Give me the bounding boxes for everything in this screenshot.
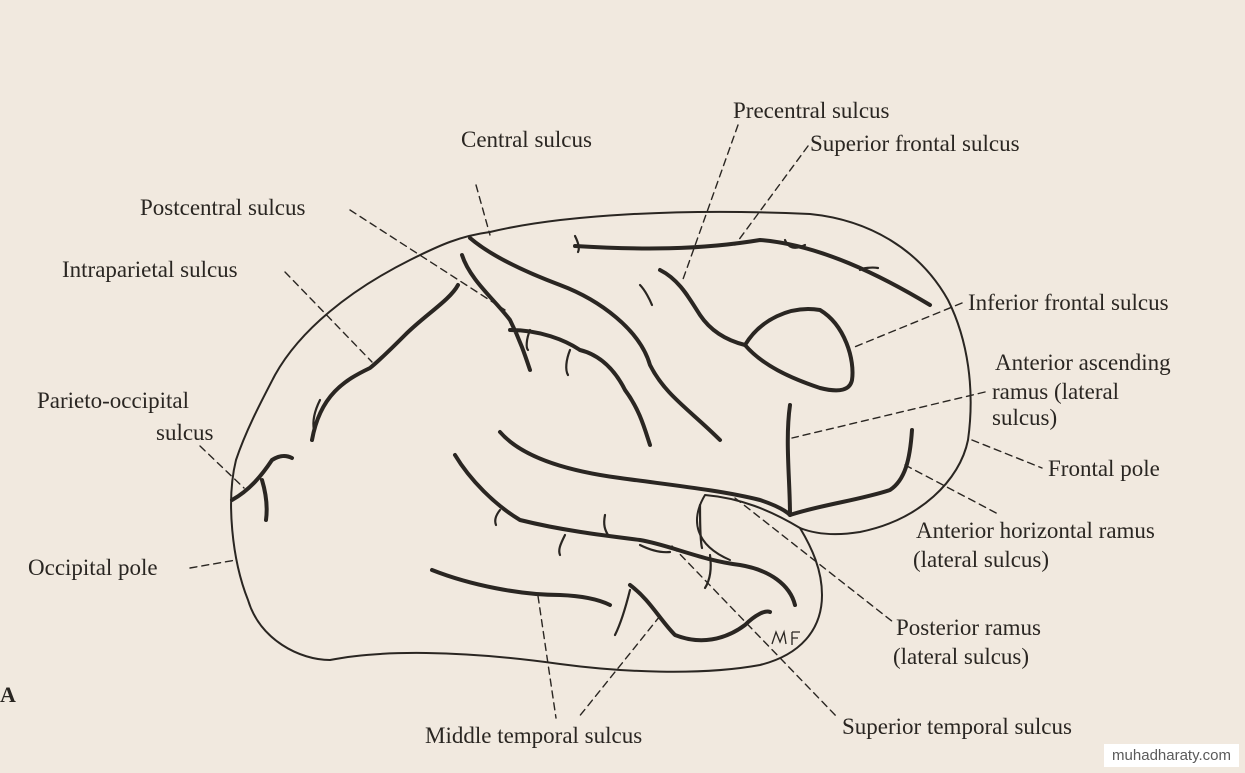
- leader-inferior-frontal: [851, 302, 963, 349]
- leader-central: [475, 184, 491, 236]
- leader-anterior-horizontal: [904, 464, 1001, 516]
- leader-precentral: [681, 124, 739, 283]
- label-anterior-horizontal-2: (lateral sulcus): [913, 547, 1050, 572]
- central-sulcus-line: [468, 236, 722, 442]
- label-middle-temporal-sulcus: Middle temporal sulcus: [425, 723, 643, 748]
- middle-temporal-sulcus-line: [430, 568, 772, 643]
- inferior-frontal-sulcus-line: [743, 307, 855, 393]
- label-anterior-ascending-3: sulcus): [992, 405, 1058, 430]
- label-anterior-horizontal-1: Anterior horizontal ramus: [916, 518, 1155, 543]
- superior-frontal-sulcus-line: [573, 238, 932, 307]
- leader-intraparietal: [284, 271, 373, 363]
- label-superior-frontal-sulcus: Superior frontal sulcus: [810, 131, 1020, 156]
- leader-middle-temporal-a: [537, 595, 557, 719]
- leader-superior-temporal: [671, 545, 839, 719]
- label-anterior-ascending-1: Anterior ascending: [995, 350, 1171, 375]
- label-central-sulcus: Central sulcus: [461, 127, 592, 152]
- temporal-lobe-edge: [696, 494, 801, 561]
- precentral-sulcus-line: [658, 268, 747, 347]
- leader-frontal-pole: [971, 439, 1043, 469]
- artist-signature: [771, 629, 800, 645]
- anterior-ascending-ramus-line: [785, 403, 792, 517]
- superior-temporal-sulcus-line: [453, 453, 797, 607]
- leader-superior-frontal: [734, 145, 809, 246]
- label-occipital-pole: Occipital pole: [28, 555, 158, 580]
- label-postcentral-sulcus: Postcentral sulcus: [140, 195, 306, 220]
- leader-postcentral: [349, 209, 506, 311]
- postcentral-sulcus-line: [460, 253, 652, 447]
- watermark: muhadharaty.com: [1104, 744, 1239, 767]
- leader-anterior-ascending: [791, 391, 986, 439]
- label-frontal-pole: Frontal pole: [1048, 456, 1160, 481]
- leader-posterior-ramus: [734, 497, 894, 623]
- label-inferior-frontal-sulcus: Inferior frontal sulcus: [968, 290, 1169, 315]
- label-parieto-occipital-1: Parieto-occipital: [37, 388, 189, 413]
- hemisphere-outline: [230, 210, 972, 673]
- intraparietal-sulcus-line: [310, 283, 460, 442]
- label-posterior-ramus-1: Posterior ramus: [896, 615, 1042, 640]
- leader-occipital-pole: [189, 559, 237, 569]
- label-anterior-ascending-2: ramus (lateral: [992, 379, 1120, 404]
- leader-middle-temporal-b: [577, 615, 661, 719]
- label-superior-temporal-sulcus: Superior temporal sulcus: [842, 714, 1072, 739]
- label-precentral-sulcus: Precentral sulcus: [733, 98, 890, 123]
- figure-letter: A: [0, 682, 16, 707]
- anterior-horizontal-ramus-line: [788, 428, 914, 517]
- leader-parieto-occipital: [199, 445, 245, 489]
- parieto-occipital-sulcus-line: [230, 453, 294, 522]
- lateral-sulcus-line: [498, 430, 792, 517]
- label-intraparietal-sulcus: Intraparietal sulcus: [62, 257, 238, 282]
- label-posterior-ramus-2: (lateral sulcus): [893, 644, 1030, 669]
- label-parieto-occipital-2: sulcus: [156, 420, 214, 445]
